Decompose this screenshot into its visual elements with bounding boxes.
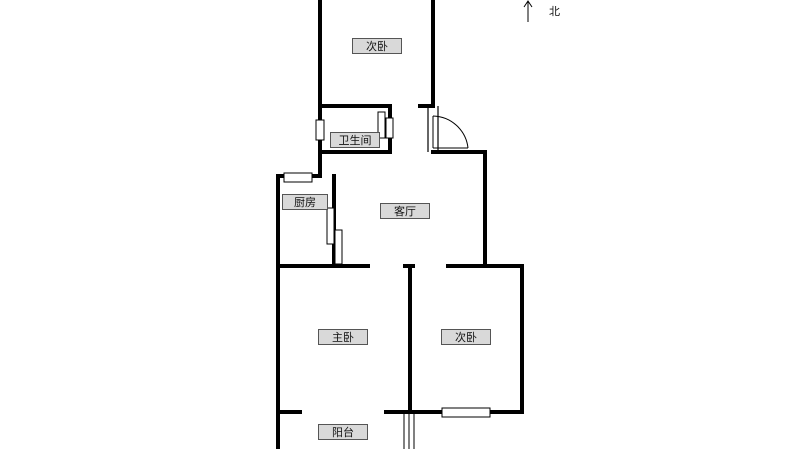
window bbox=[315, 119, 325, 141]
window bbox=[377, 111, 386, 139]
north-label: 北 bbox=[549, 5, 560, 18]
room-label-master-bedroom: 主卧 bbox=[318, 329, 368, 345]
window bbox=[441, 407, 491, 418]
entry-door bbox=[432, 115, 469, 149]
window bbox=[283, 172, 313, 183]
room-label-kitchen: 厨房 bbox=[282, 194, 328, 210]
window bbox=[385, 117, 394, 139]
room-label-balcony: 阳台 bbox=[318, 424, 368, 440]
window bbox=[326, 207, 335, 245]
north-arrow-icon bbox=[523, 0, 533, 22]
walls bbox=[276, 0, 524, 449]
windows bbox=[283, 111, 491, 418]
room-label-second-bedroom-north: 次卧 bbox=[352, 38, 402, 54]
room-label-bathroom: 卫生间 bbox=[330, 132, 380, 148]
balcony-steps bbox=[403, 414, 415, 449]
door-jambs bbox=[427, 106, 439, 152]
room-label-living-room: 客厅 bbox=[380, 203, 430, 219]
window bbox=[334, 229, 343, 265]
room-label-second-bedroom-south: 次卧 bbox=[441, 329, 491, 345]
